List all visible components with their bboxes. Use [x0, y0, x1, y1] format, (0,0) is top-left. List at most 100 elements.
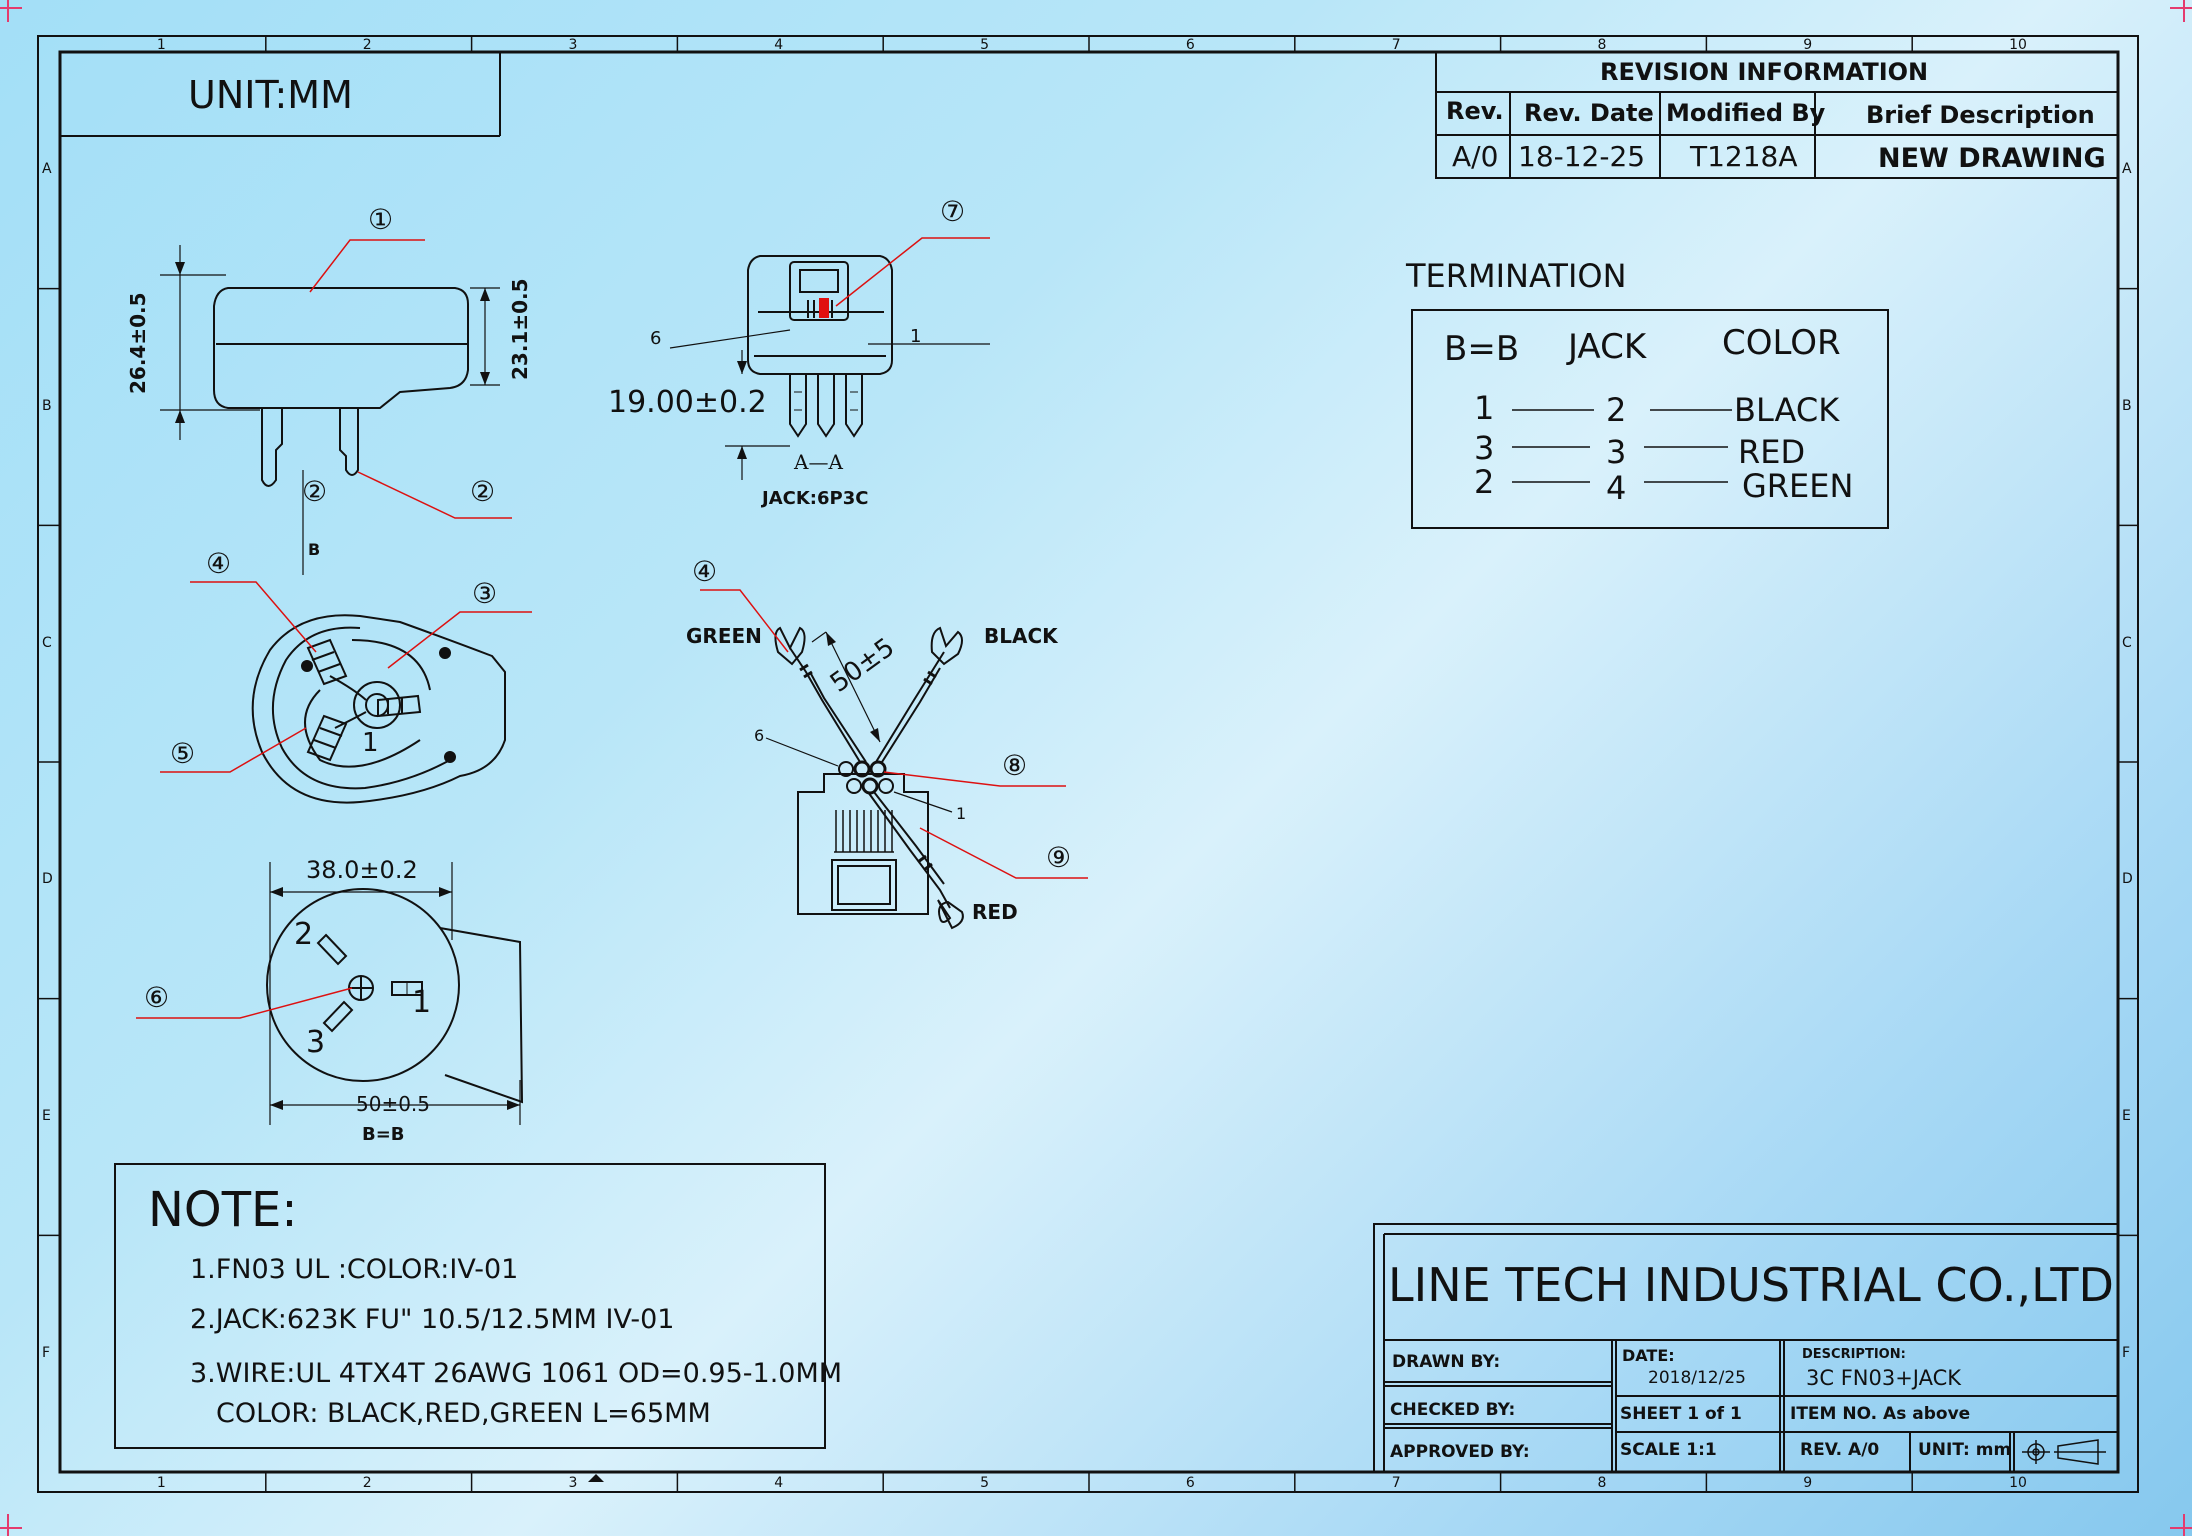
callout-5: ⑤: [170, 737, 196, 770]
unit-box-lines: [60, 52, 501, 137]
note-line-3: 3.WIRE:UL 4TX4T 26AWG 1061 OD=0.95-1.0MM: [190, 1358, 843, 1389]
wire-red-label: RED: [972, 900, 1018, 924]
scale-label: SCALE 1:1: [1620, 1440, 1717, 1460]
revision-title: REVISION INFORMATION: [1600, 58, 1929, 86]
zone-label-col: 9: [1803, 37, 1813, 53]
termination-row-3-bb: 2: [1474, 463, 1495, 501]
zone-label-col: 1: [156, 37, 166, 53]
termination-row-1-color: BLACK: [1734, 391, 1840, 429]
face-pin-2: 2: [294, 917, 314, 952]
zone-label-row: C: [42, 634, 52, 651]
revision-table-lines: [1435, 51, 2119, 179]
zone-label-row: A: [42, 161, 52, 178]
zone-label-col: 3: [568, 37, 578, 53]
zone-label-row: A: [2122, 161, 2132, 178]
zone-label-row: E: [2122, 1108, 2131, 1124]
note-title: NOTE:: [148, 1182, 298, 1238]
center-marker: [588, 1474, 604, 1482]
termination-header-bb: B=B: [1444, 329, 1520, 369]
dim-width-top: 38.0±0.2: [306, 856, 418, 884]
termination-row-1-jack: 2: [1606, 391, 1627, 429]
face-pin-3: 3: [306, 1025, 326, 1060]
rev-header-description: Brief Description: [1866, 101, 2095, 129]
jack-leader: [835, 237, 990, 307]
zone-label-row: D: [2122, 871, 2133, 888]
jack-dimension: 19.00±0.2: [608, 385, 767, 420]
back-view-leaders: [160, 581, 532, 773]
projection-symbol: [2022, 1439, 2106, 1465]
note-line-2: 2.JACK:623K FU" 10.5/12.5MM IV-01: [190, 1304, 675, 1335]
callout-2-right: ②: [470, 475, 496, 508]
wire-green-label: GREEN: [686, 624, 762, 648]
wiring-view: [765, 626, 964, 930]
section-mark-b: B: [308, 540, 321, 559]
rev-cell-modified: T1218A: [1690, 140, 1798, 173]
zone-label-col: 4: [774, 37, 784, 53]
face-pin-1: 1: [412, 985, 432, 1020]
rev-cell-rev: A/0: [1452, 140, 1499, 173]
zone-label-row: C: [2122, 634, 2132, 651]
jack-section: A—A: [794, 450, 843, 474]
zone-label-col: 6: [1185, 37, 1195, 53]
termination-header-jack: JACK: [1568, 327, 1647, 367]
drawn-by-label: DRAWN BY:: [1392, 1352, 1501, 1372]
zone-label-col: 8: [1597, 37, 1607, 53]
company-name: LINE TECH INDUSTRIAL CO.,LTD: [1388, 1258, 2114, 1312]
jack-view: [669, 255, 990, 480]
rev-label: REV. A/0: [1800, 1440, 1880, 1460]
callout-8: ⑧: [1002, 749, 1028, 782]
description-value: 3C FN03+JACK: [1806, 1366, 1962, 1390]
dim-width-bottom: 50±0.5: [356, 1092, 431, 1116]
dim-height-right: 23.1±0.5: [508, 278, 532, 380]
rev-header-date: Rev. Date: [1524, 99, 1654, 127]
wiring-pin-1: 1: [956, 804, 967, 823]
rev-header-rev: Rev.: [1446, 97, 1504, 125]
termination-row-3-color: GREEN: [1742, 467, 1854, 505]
callout-2-left: ②: [302, 475, 328, 508]
sheet-label: SHEET 1 of 1: [1620, 1404, 1742, 1424]
zone-label-row: D: [42, 871, 53, 888]
zone-label-row: F: [42, 1344, 51, 1361]
zone-ticks: [38, 36, 2138, 1492]
zone-label-col: 2: [362, 1475, 372, 1491]
dim-height-left: 26.4±0.5: [126, 292, 150, 394]
zone-label-col: 9: [1803, 1475, 1813, 1491]
zone-label-col: 5: [980, 37, 990, 53]
zone-label-col: 3: [568, 1475, 578, 1491]
jack-pin-1: 1: [910, 326, 922, 347]
back-view: [251, 614, 506, 804]
note-line-4: COLOR: BLACK,RED,GREEN L=65MM: [216, 1398, 711, 1429]
checked-by-label: CHECKED BY:: [1390, 1400, 1516, 1420]
description-label: DESCRIPTION:: [1802, 1347, 1906, 1362]
wiring-leaders: [700, 589, 1088, 879]
date-label: DATE:: [1622, 1346, 1675, 1365]
wiring-pin-6: 6: [754, 726, 765, 745]
title-block-lines: [1373, 1223, 2119, 1473]
termination-header-color: COLOR: [1722, 323, 1841, 363]
callout-4-wiring: ④: [692, 555, 718, 588]
callout-4: ④: [206, 547, 232, 580]
termination-row-3-jack: 4: [1606, 469, 1627, 507]
note-box-lines: [114, 1163, 826, 1449]
termination-title: TERMINATION: [1406, 257, 1627, 295]
rev-cell-date: 18-12-25: [1518, 140, 1646, 173]
termination-row-2-color: RED: [1738, 433, 1806, 471]
zone-label-col: 4: [774, 1475, 784, 1491]
zone-label-row: B: [2122, 398, 2132, 414]
outer-frame: [37, 35, 2139, 1493]
zone-label-col: 1: [156, 1475, 166, 1491]
zone-label-row: E: [42, 1108, 51, 1124]
zone-label-col: 2: [362, 37, 372, 53]
rev-header-modified: Modified By: [1666, 99, 1826, 127]
zone-label-row: B: [42, 398, 52, 414]
callout-6: ⑥: [144, 981, 170, 1014]
zone-label-col: 7: [1391, 1475, 1401, 1491]
termination-row-2-bb: 3: [1474, 429, 1495, 467]
face-section: B=B: [362, 1124, 405, 1145]
zone-label-col: 7: [1391, 37, 1401, 53]
wire-black-label: BLACK: [984, 624, 1058, 648]
termination-box-lines: [1411, 309, 1889, 529]
approved-by-label: APPROVED BY:: [1390, 1442, 1530, 1462]
